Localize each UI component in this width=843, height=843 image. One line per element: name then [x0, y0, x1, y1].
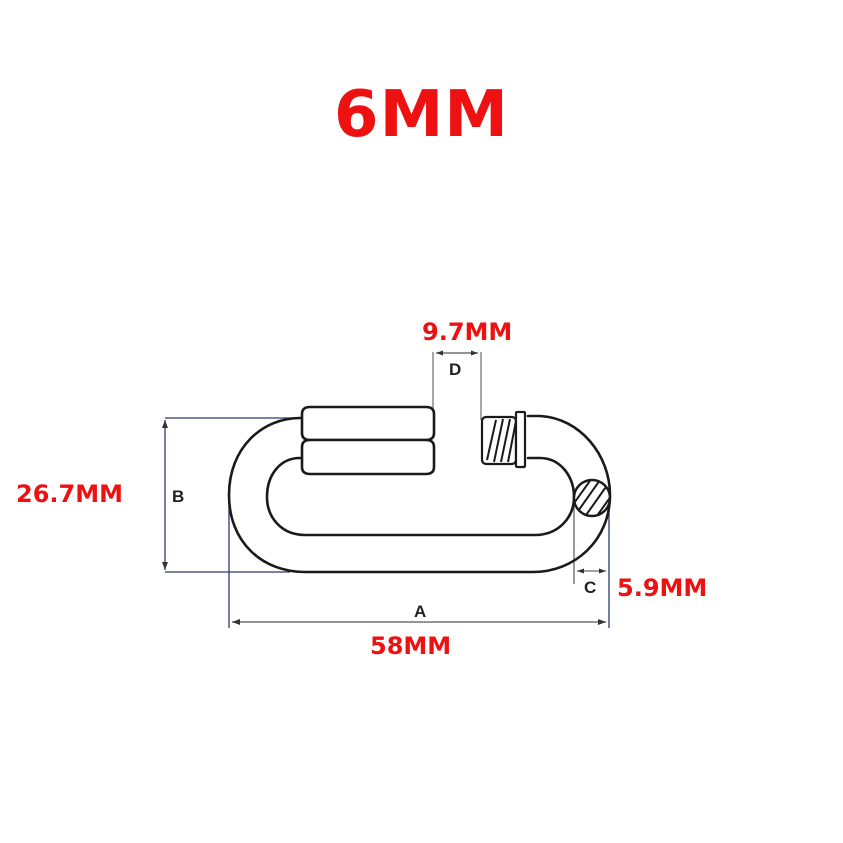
thread-lines	[486, 418, 517, 463]
wire-cross-section	[572, 478, 612, 518]
dimension-b-value: 26.7MM	[16, 480, 123, 508]
dimension-letter-a: A	[414, 602, 427, 621]
arrowheads	[162, 350, 606, 625]
nut-sleeve	[300, 405, 436, 476]
dimension-letter-d: D	[449, 360, 462, 379]
dimension-d-value: 9.7MM	[422, 318, 513, 346]
dimension-c-value: 5.9MM	[617, 574, 708, 602]
dimension-a-value: 58MM	[370, 632, 452, 660]
dimension-letter-b: B	[172, 487, 185, 506]
dimension-letter-c: C	[584, 578, 597, 597]
dimension-lines	[164, 352, 610, 628]
size-title: 6MM	[334, 78, 509, 152]
